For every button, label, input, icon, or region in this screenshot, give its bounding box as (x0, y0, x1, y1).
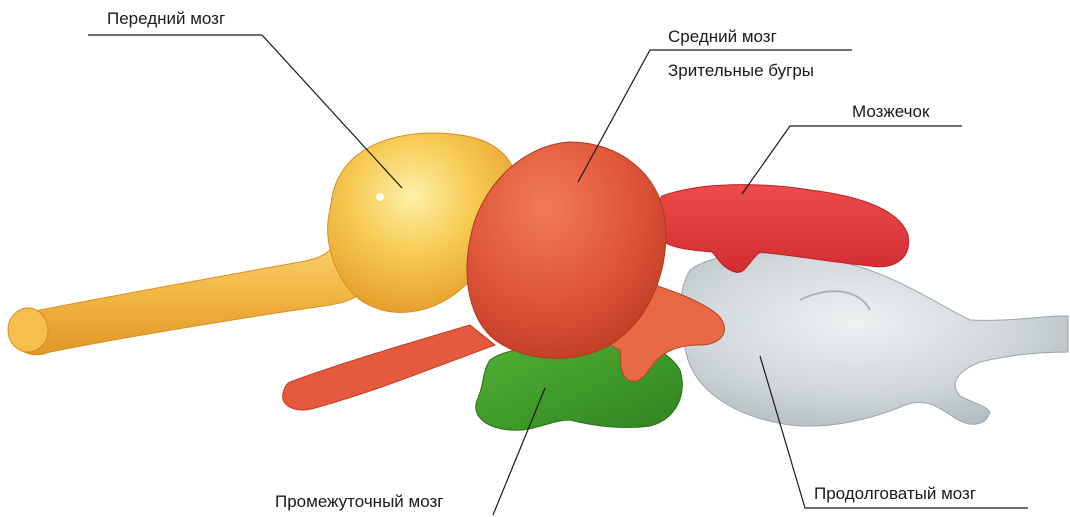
label-midbrain: Средний мозг (668, 27, 777, 47)
label-medulla: Продолговатый мозг (814, 484, 976, 504)
forebrain-shape (8, 133, 516, 355)
label-cerebellum: Мозжечок (852, 102, 929, 122)
label-diencephalon: Промежуточный мозг (275, 492, 443, 512)
label-optic-lobes: Зрительные бугры (668, 61, 814, 81)
label-forebrain: Передний мозг (107, 9, 225, 29)
leader-line-cerebellum (742, 126, 962, 194)
medulla-shape (680, 253, 1068, 426)
